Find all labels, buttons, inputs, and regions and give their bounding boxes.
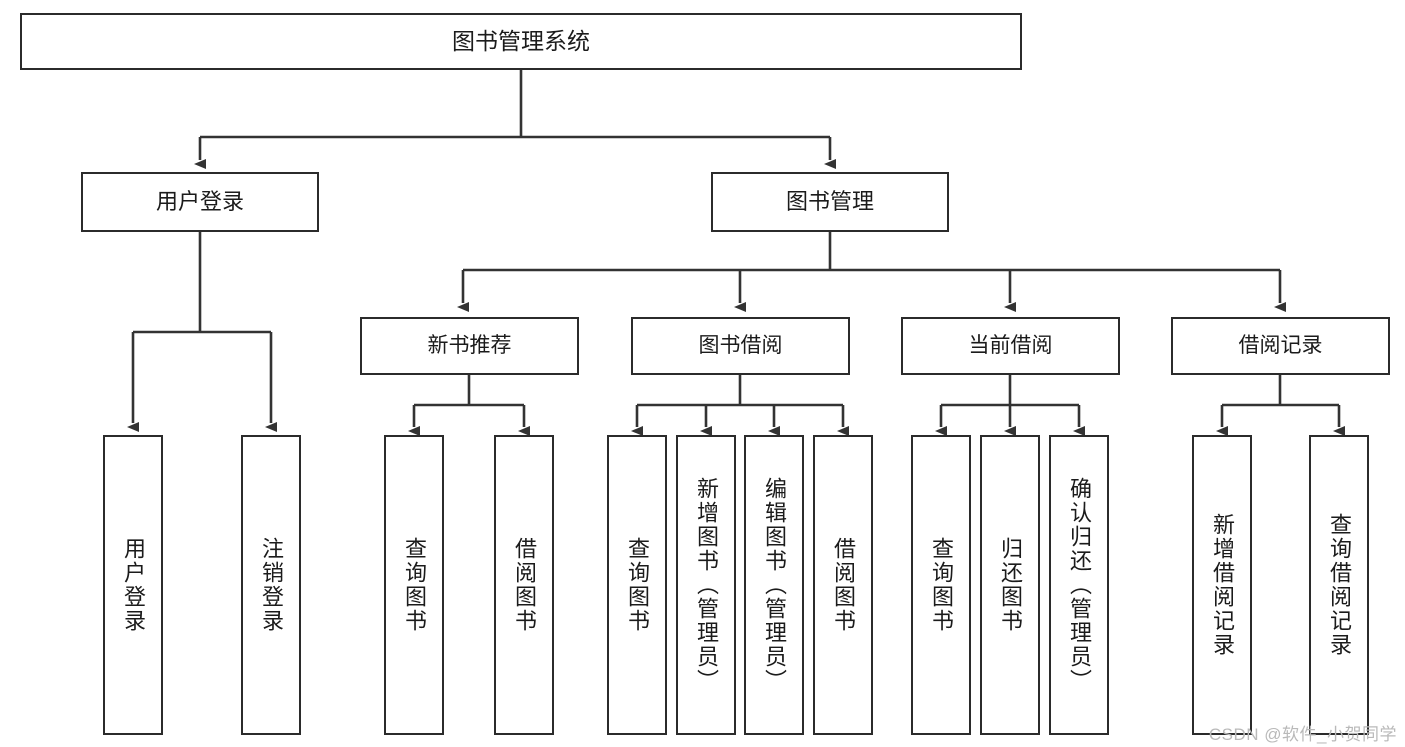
leaf-borrow-record-query-record[interactable]: 查询借阅记录: [1309, 435, 1369, 735]
node-new-book-recommend[interactable]: 新书推荐: [360, 317, 579, 375]
node-label: 用户登录: [121, 537, 146, 633]
node-label: 用户登录: [155, 188, 244, 214]
leaf-current-borrow-query-book[interactable]: 查询图书: [911, 435, 971, 735]
node-label: 确认归还（管理员）: [1067, 477, 1092, 693]
node-borrow-record[interactable]: 借阅记录: [1171, 317, 1390, 375]
node-book-borrow[interactable]: 图书借阅: [631, 317, 850, 375]
node-label: 新书推荐: [427, 333, 512, 357]
node-label: 查询图书: [402, 537, 427, 633]
leaf-book-borrow-borrow-book[interactable]: 借阅图书: [813, 435, 873, 735]
node-label: 归还图书: [998, 537, 1023, 633]
leaf-current-borrow-return-book[interactable]: 归还图书: [980, 435, 1040, 735]
node-label: 借阅记录: [1238, 333, 1323, 357]
node-label: 借阅图书: [831, 537, 856, 633]
leaf-user-login-login[interactable]: 用户登录: [103, 435, 163, 735]
node-label: 图书管理: [785, 188, 874, 214]
leaf-book-borrow-edit-book-admin[interactable]: 编辑图书（管理员）: [744, 435, 804, 735]
node-user-login[interactable]: 用户登录: [81, 172, 319, 232]
leaf-current-borrow-confirm-return-admin[interactable]: 确认归还（管理员）: [1049, 435, 1109, 735]
node-label: 借阅图书: [512, 537, 537, 633]
leaf-new-book-borrow-book[interactable]: 借阅图书: [494, 435, 554, 735]
node-label: 新增图书（管理员）: [694, 477, 719, 693]
node-current-borrow[interactable]: 当前借阅: [901, 317, 1120, 375]
node-label: 图书管理系统: [452, 27, 590, 54]
node-label: 查询图书: [929, 537, 954, 633]
leaf-new-book-query-book[interactable]: 查询图书: [384, 435, 444, 735]
leaf-borrow-record-add-record[interactable]: 新增借阅记录: [1192, 435, 1252, 735]
node-label: 查询借阅记录: [1327, 513, 1352, 657]
leaf-book-borrow-add-book-admin[interactable]: 新增图书（管理员）: [676, 435, 736, 735]
leaf-user-login-logout[interactable]: 注销登录: [241, 435, 301, 735]
watermark-text: CSDN @软件_小贺同学: [1208, 725, 1397, 744]
node-label: 当前借阅: [968, 333, 1053, 357]
node-book-management[interactable]: 图书管理: [711, 172, 949, 232]
node-label: 新增借阅记录: [1210, 513, 1235, 657]
node-label: 查询图书: [625, 537, 650, 633]
node-label: 图书借阅: [698, 333, 783, 357]
node-label: 注销登录: [259, 537, 284, 633]
leaf-book-borrow-query-book[interactable]: 查询图书: [607, 435, 667, 735]
node-root-book-management-system[interactable]: 图书管理系统: [20, 13, 1022, 70]
node-label: 编辑图书（管理员）: [762, 477, 787, 693]
